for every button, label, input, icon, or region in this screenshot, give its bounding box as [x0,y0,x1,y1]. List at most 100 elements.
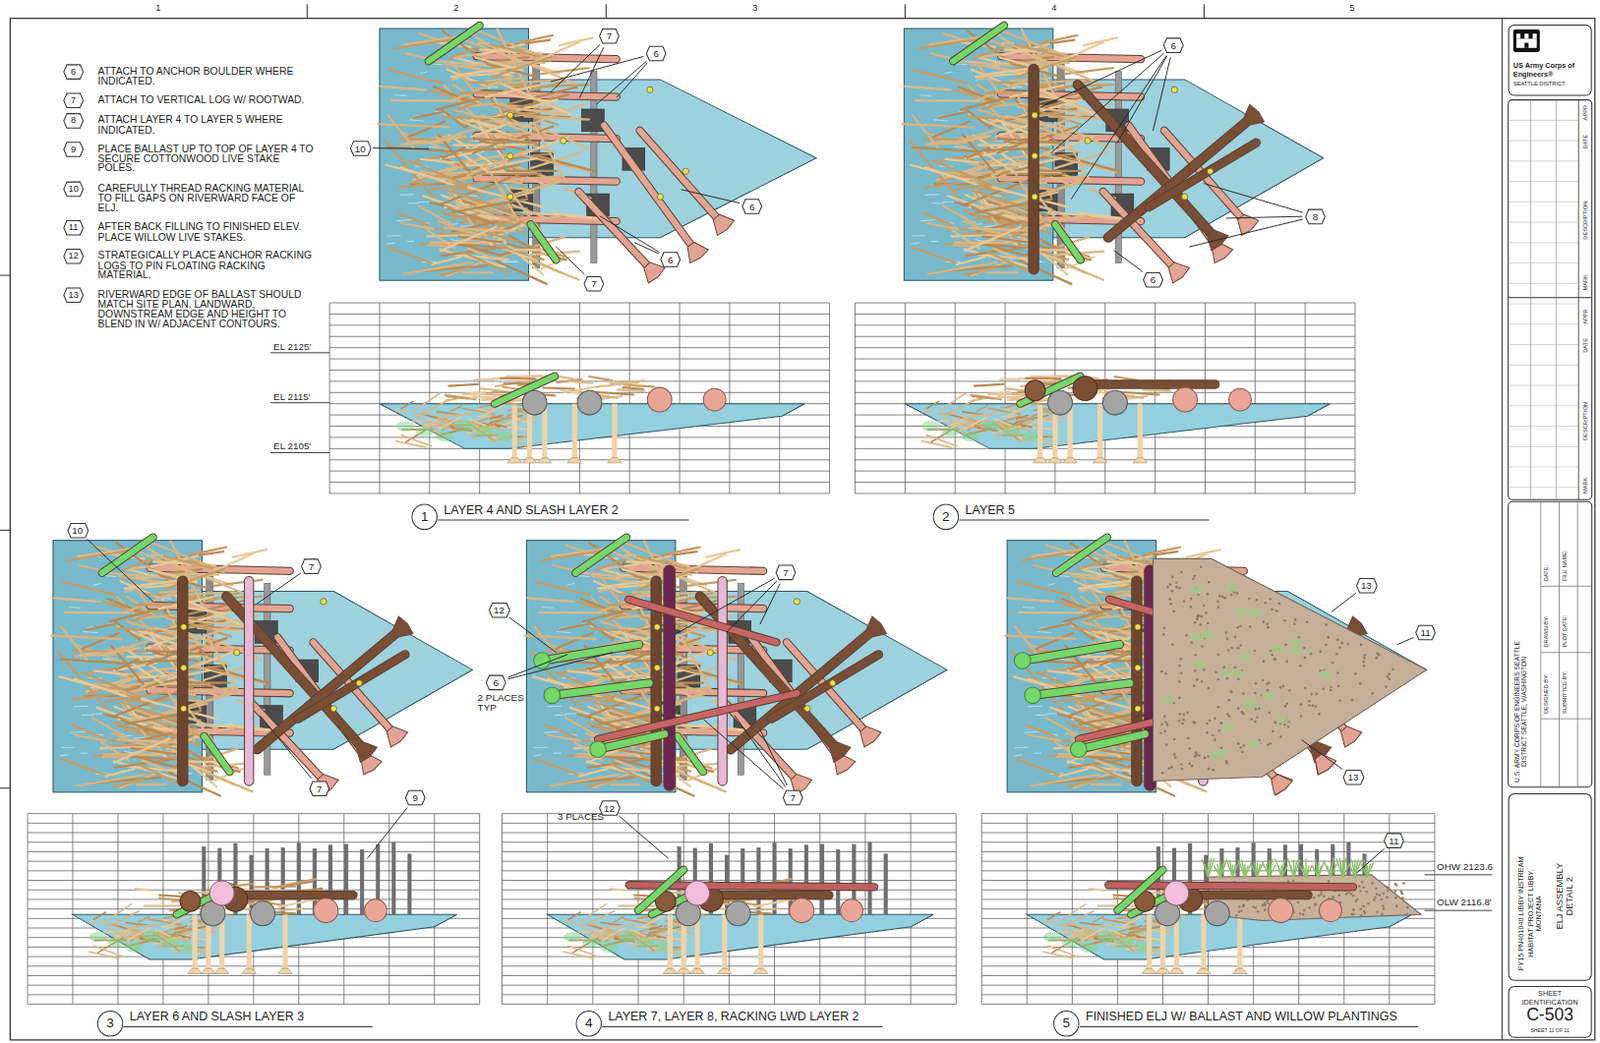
gravel-dot [1192,684,1196,688]
attach-point [1171,86,1178,93]
gravel-dot [1187,763,1191,767]
gravel-dot [1237,707,1241,711]
attach-point [1207,168,1214,175]
gravel-dot [1288,689,1292,693]
water-ripple [59,755,68,757]
water-ripple [73,706,88,709]
gravel-dot [1191,577,1195,581]
slash-material [1043,35,1077,43]
gravel-dot [1189,605,1193,609]
slash-material [945,159,979,164]
water-area [510,79,817,238]
slash-material [1017,57,1077,77]
slash-material [911,147,978,152]
gravel-dot [1205,722,1209,726]
gravel-dot [1233,666,1237,670]
gravel-dot [1307,700,1311,704]
slash-material [460,152,493,175]
gravel-dot [1225,762,1229,766]
slash-material [507,187,531,190]
slash-material [1019,260,1071,285]
slash-material [106,769,135,777]
slash-material [972,208,1019,225]
slash-material [169,772,221,797]
racking-log [1078,734,1145,751]
slash-material [913,69,968,84]
slash-material [1066,779,1097,787]
water-ripple [1022,606,1034,609]
gravel-dot [1180,671,1184,675]
gravel-dot [1255,598,1259,602]
green-log [952,25,1005,61]
gravel-dot [1309,652,1313,656]
water-ripple [70,731,88,733]
slash-material [141,760,168,771]
slash-material [163,629,217,651]
gravel-dot [1273,657,1277,661]
rootwad-log [1108,121,1246,238]
gravel-dot [1271,730,1275,734]
gravel-dot [1225,631,1229,635]
slash-material [164,556,213,569]
slash-material [1086,660,1132,662]
slash-material [1013,117,1067,138]
gravel-dot [1180,571,1184,575]
gravel-dot [1281,685,1285,689]
green-log [1056,537,1108,574]
rootwad-log [640,130,717,218]
gravel-dot [1300,714,1304,718]
gravel-dot [1267,681,1271,685]
gravel-dot [1193,721,1197,725]
gravel-dot [1311,704,1315,708]
water-ripple [925,193,940,196]
gravel-dot [1223,665,1227,669]
gravel-dot [1266,626,1270,630]
gravel-dot [1182,718,1186,722]
gravel-dot [1197,754,1201,758]
slash-material [449,47,478,59]
water-area [1034,79,1324,238]
gravel-dot [1164,721,1168,725]
slash-material [125,711,201,724]
brown-log [1148,142,1256,207]
gravel-dot [1318,651,1322,654]
gravel-dot [1262,659,1266,663]
gravel-dot [1338,699,1342,703]
gravel-dot [1178,587,1182,591]
gravel-dot [1362,664,1366,668]
slash-material [62,582,118,596]
gravel-dot [1160,722,1164,726]
slash-material [1015,759,1065,777]
vertical-log [663,571,674,786]
slash-material [547,735,581,742]
attach-point [1031,193,1038,200]
slash-material [983,149,1029,151]
racking-log [551,683,650,696]
gravel-dot [1163,729,1167,733]
gravel-dot [1163,714,1167,718]
slash-material [133,664,167,687]
water-ripple [921,219,939,221]
slash-material [468,248,494,259]
slash-material [472,119,512,136]
gravel-dot [1279,735,1283,739]
green-log [1055,224,1081,260]
slash-material [404,262,473,275]
gravel-dot [1183,599,1186,603]
gravel-dot [1338,647,1342,651]
gravel-dot [1388,677,1392,681]
water-ripple [542,606,554,609]
slash-material [583,610,627,622]
rootwad [687,241,709,263]
gravel-dot [1217,706,1221,710]
slash-material [1006,636,1077,640]
water-area [526,540,675,793]
attach-point [682,168,689,175]
slash-material [143,539,213,567]
gravel-dot [1255,715,1259,719]
slash-material [167,685,215,689]
slash-material [82,633,119,650]
water-ripple [1014,747,1028,749]
zone-tick [0,530,10,532]
slash-material [586,779,616,787]
